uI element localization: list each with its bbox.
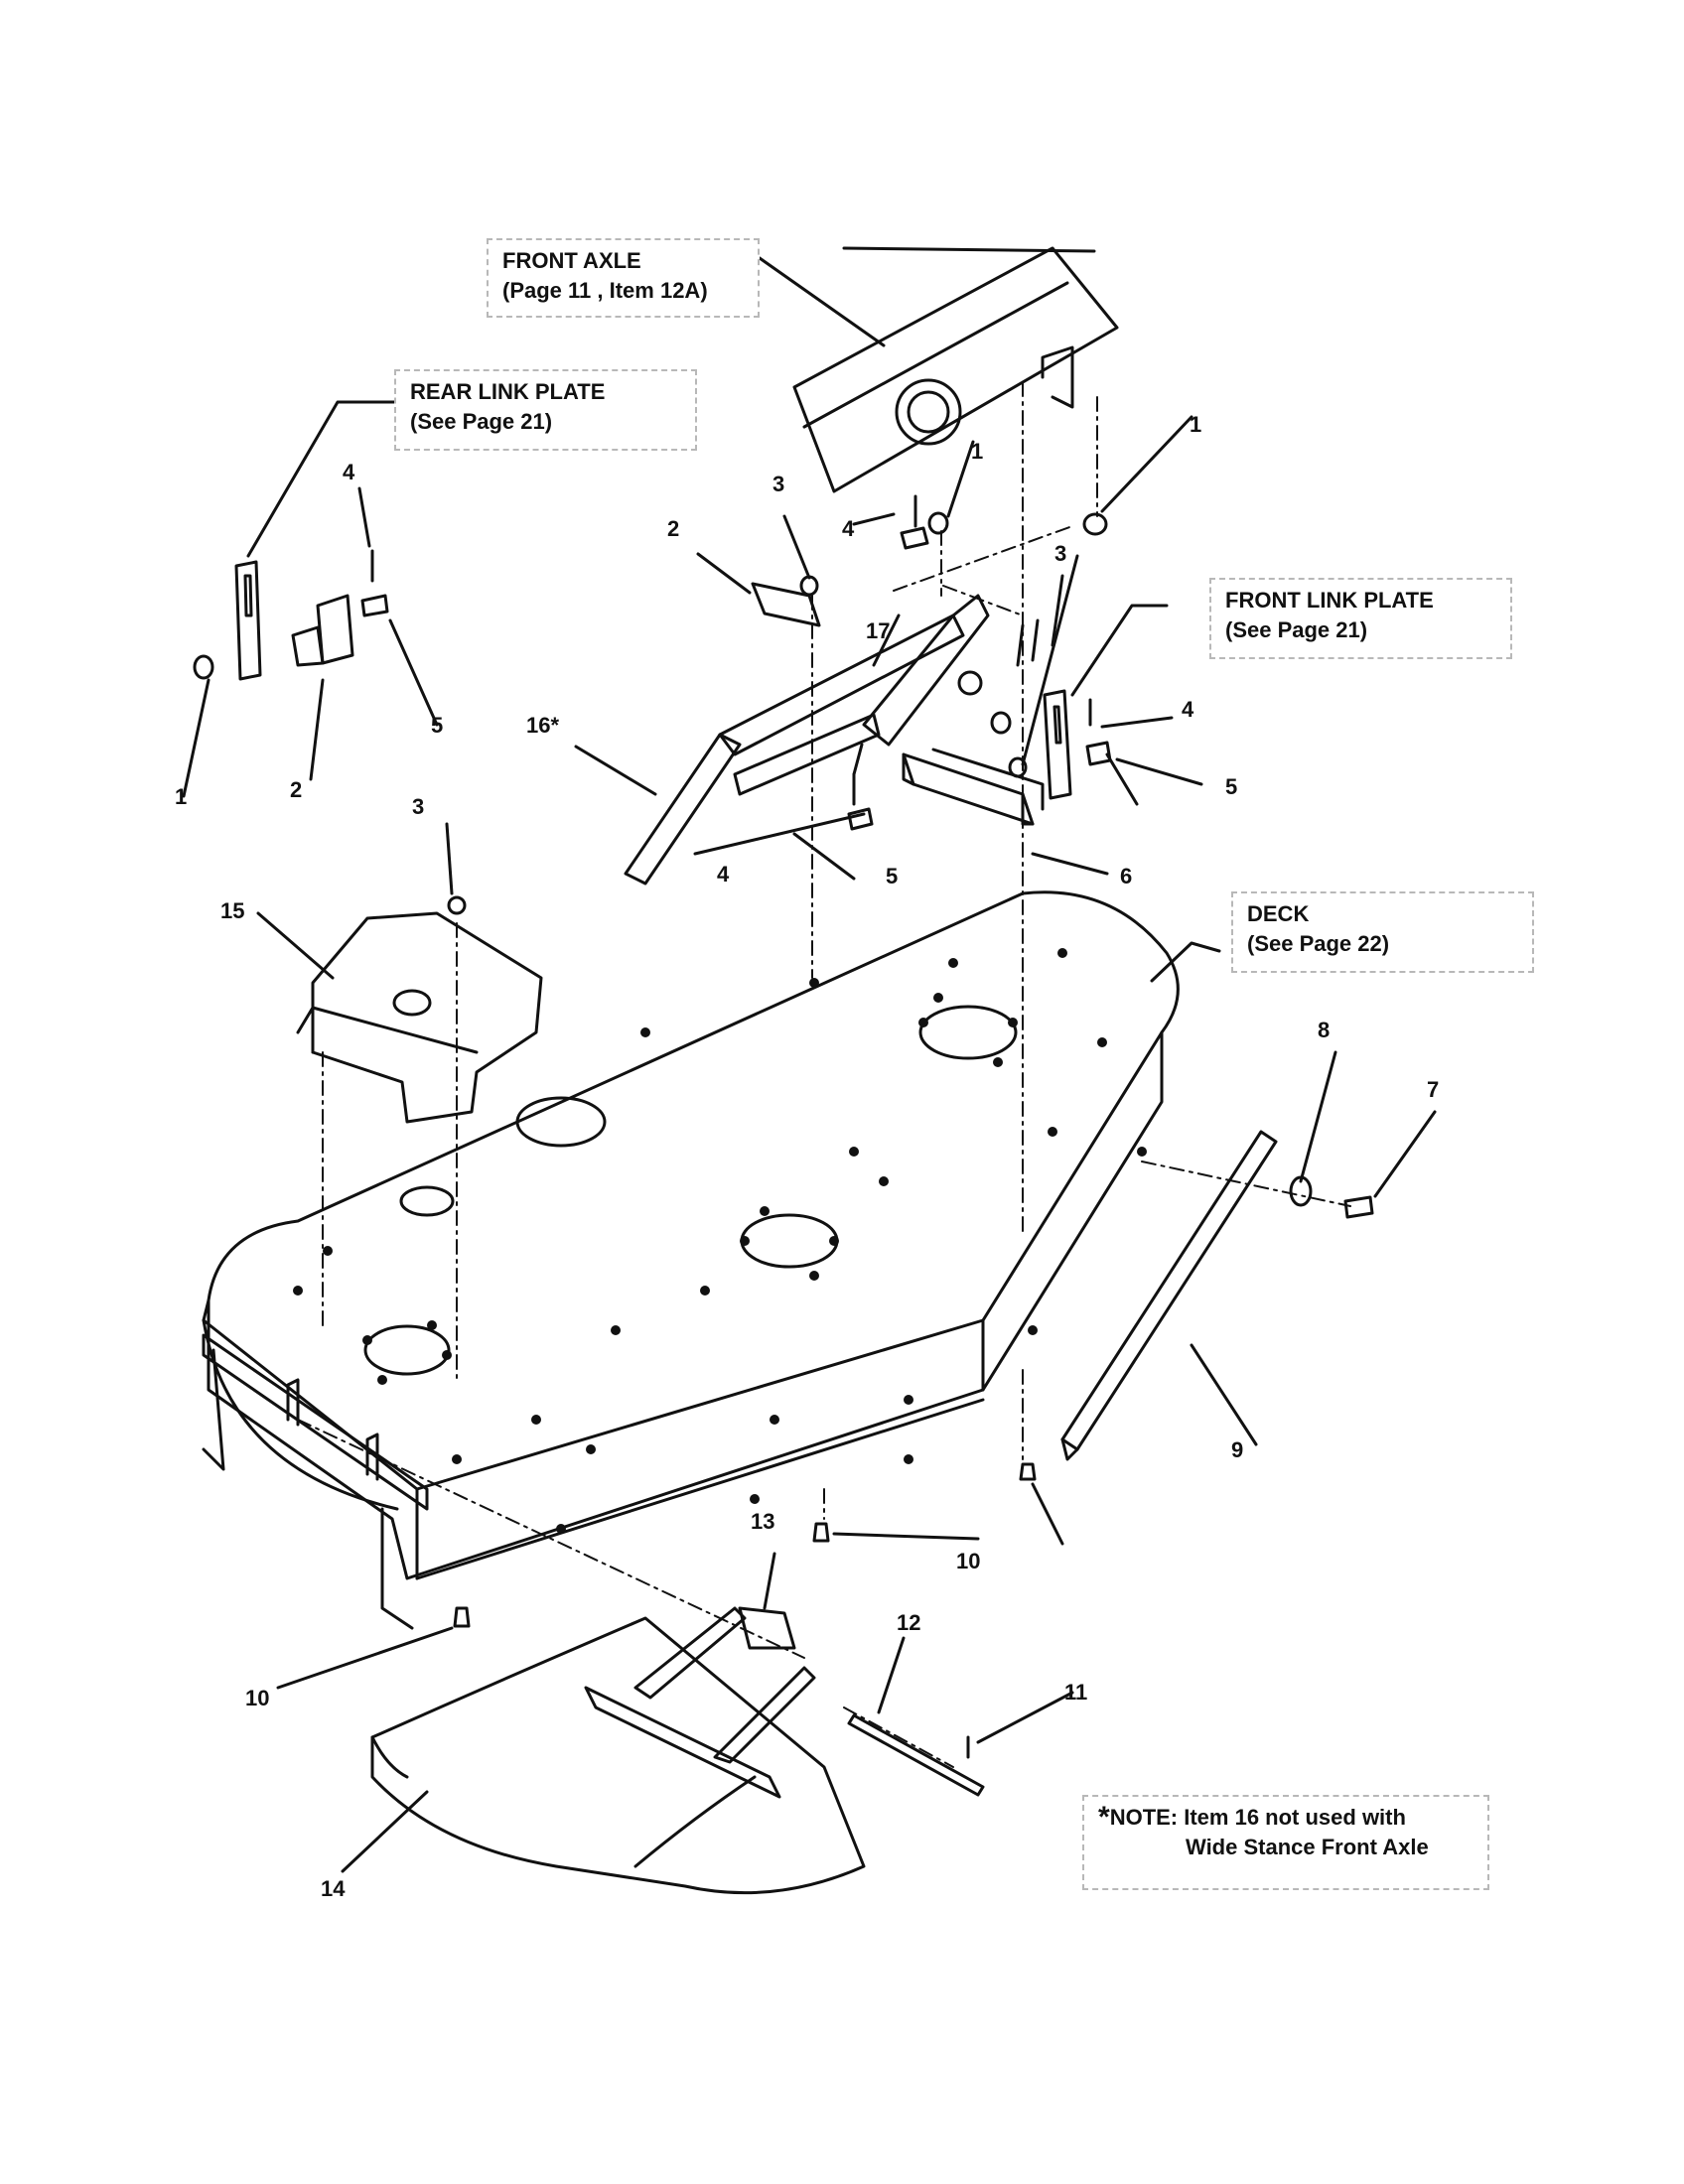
label-1b: 1 bbox=[971, 439, 983, 464]
deck-callout: DECK (See Page 22) bbox=[1231, 891, 1534, 973]
deck-title: DECK bbox=[1247, 901, 1310, 926]
item-12-rod bbox=[847, 1713, 985, 1797]
rear-link-plate-ref: (See Page 21) bbox=[410, 409, 553, 434]
rear-link-plate-part bbox=[193, 549, 389, 681]
item-9-plate bbox=[1060, 1130, 1278, 1461]
item-15-cover bbox=[296, 911, 543, 1124]
label-10a: 10 bbox=[956, 1549, 980, 1573]
front-link-plate-part bbox=[1043, 689, 1112, 800]
item-10-bolts bbox=[453, 1462, 1037, 1628]
label-13: 13 bbox=[751, 1509, 774, 1534]
label-4d: 4 bbox=[717, 862, 730, 887]
label-1c: 1 bbox=[175, 784, 187, 809]
note-callout: *NOTE: Item 16 not used with Wide Stance… bbox=[1082, 1795, 1489, 1890]
front-axle-part bbox=[792, 246, 1119, 493]
front-axle-ref: (Page 11 , Item 12A) bbox=[502, 278, 708, 303]
item-16-frame bbox=[624, 594, 990, 886]
label-4a: 4 bbox=[343, 460, 355, 484]
deck-ref: (See Page 22) bbox=[1247, 931, 1390, 956]
label-15: 15 bbox=[220, 898, 244, 923]
assembly-axes bbox=[297, 381, 1351, 1768]
label-4c: 4 bbox=[1182, 697, 1194, 722]
label-5b: 5 bbox=[1225, 774, 1237, 799]
label-16: 16* bbox=[526, 713, 559, 738]
label-10b: 10 bbox=[245, 1686, 269, 1710]
front-link-plate-callout: FRONT LINK PLATE (See Page 21) bbox=[1209, 578, 1512, 659]
note-asterisk: * bbox=[1098, 1801, 1110, 1834]
note-line-2: Wide Stance Front Axle bbox=[1186, 1835, 1429, 1859]
label-2a: 2 bbox=[667, 516, 679, 541]
note-text-1: NOTE: Item 16 not used with bbox=[1109, 1805, 1406, 1830]
item-13-bracket bbox=[584, 1606, 816, 1799]
deck-bolt-holes bbox=[293, 948, 1147, 1534]
deck-holes bbox=[363, 1005, 1018, 1376]
label-1a: 1 bbox=[1190, 412, 1201, 437]
leader-lines bbox=[182, 246, 1437, 1873]
label-17: 17 bbox=[866, 618, 890, 643]
front-axle-title: FRONT AXLE bbox=[502, 248, 641, 273]
items-7-8-hardware bbox=[1289, 1175, 1374, 1219]
label-12: 12 bbox=[897, 1610, 920, 1635]
part-number-labels: 1 1 1 2 2 3 3 3 4 4 4 4 5 5 5 6 7 8 9 10… bbox=[175, 412, 1439, 1901]
rear-link-plate-title: REAR LINK PLATE bbox=[410, 379, 606, 404]
label-5a: 5 bbox=[431, 713, 443, 738]
front-link-plate-ref: (See Page 21) bbox=[1225, 617, 1368, 642]
label-3c: 3 bbox=[412, 794, 424, 819]
rear-link-plate-callout: REAR LINK PLATE (See Page 21) bbox=[394, 369, 697, 451]
label-6: 6 bbox=[1120, 864, 1132, 888]
label-4b: 4 bbox=[842, 516, 855, 541]
label-7: 7 bbox=[1427, 1077, 1439, 1102]
note-line-1: *NOTE: Item 16 not used with bbox=[1098, 1803, 1474, 1833]
label-3b: 3 bbox=[1054, 541, 1066, 566]
label-9: 9 bbox=[1231, 1437, 1243, 1462]
label-8: 8 bbox=[1318, 1018, 1330, 1042]
front-axle-callout: FRONT AXLE (Page 11 , Item 12A) bbox=[487, 238, 760, 318]
label-3a: 3 bbox=[772, 472, 784, 496]
label-11: 11 bbox=[1064, 1680, 1087, 1705]
deck-front-bracket bbox=[202, 1333, 429, 1511]
label-2b: 2 bbox=[290, 777, 302, 802]
item-14-chute bbox=[370, 1616, 866, 1895]
front-link-plate-title: FRONT LINK PLATE bbox=[1225, 588, 1434, 613]
deck-body bbox=[202, 890, 1180, 1630]
label-5c: 5 bbox=[886, 864, 898, 888]
label-14: 14 bbox=[321, 1876, 346, 1901]
